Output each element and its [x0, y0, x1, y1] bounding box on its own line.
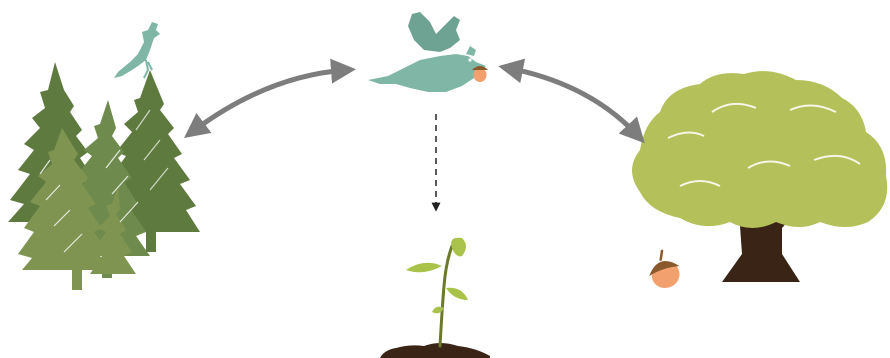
beak-acorn-icon: [472, 66, 488, 82]
conifer-forest-icon: [8, 62, 200, 290]
oak-tree-icon: [632, 71, 887, 282]
acorn-icon: [643, 247, 685, 292]
oak-seedling-icon: [380, 238, 490, 358]
arrow-forest-jay: [192, 70, 346, 132]
perched-jay-icon: [114, 22, 160, 78]
soil-mound: [380, 343, 490, 358]
flying-jay-icon: [368, 12, 486, 92]
arrow-jay-oak: [508, 68, 638, 136]
